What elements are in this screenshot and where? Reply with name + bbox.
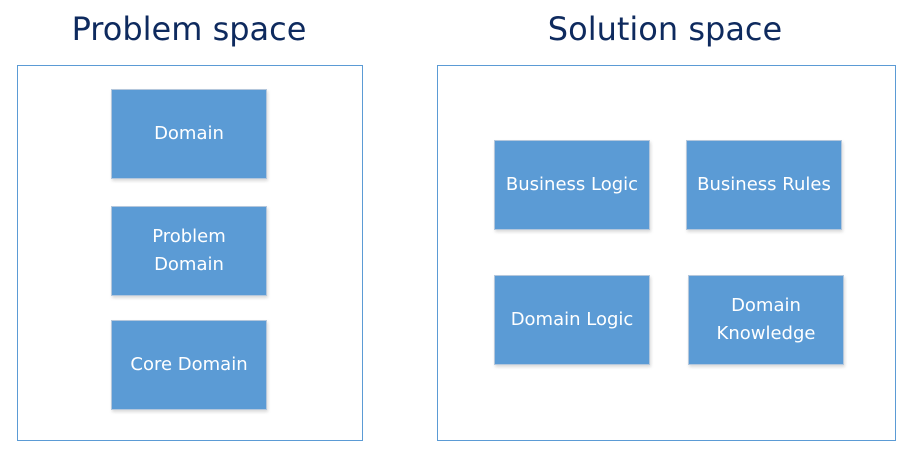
business-rules-box: Business Rules xyxy=(686,140,842,230)
problem-space-title: Problem space xyxy=(71,10,307,48)
problem-domain-box: Problem Domain xyxy=(111,206,267,296)
solution-space-title: Solution space xyxy=(547,10,783,48)
solution-space-frame xyxy=(437,65,896,441)
core-domain-box: Core Domain xyxy=(111,320,267,410)
business-logic-box: Business Logic xyxy=(494,140,650,230)
problem-space-frame xyxy=(17,65,363,441)
domain-knowledge-box: Domain Knowledge xyxy=(688,275,844,365)
domain-logic-box: Domain Logic xyxy=(494,275,650,365)
domain-box: Domain xyxy=(111,89,267,179)
